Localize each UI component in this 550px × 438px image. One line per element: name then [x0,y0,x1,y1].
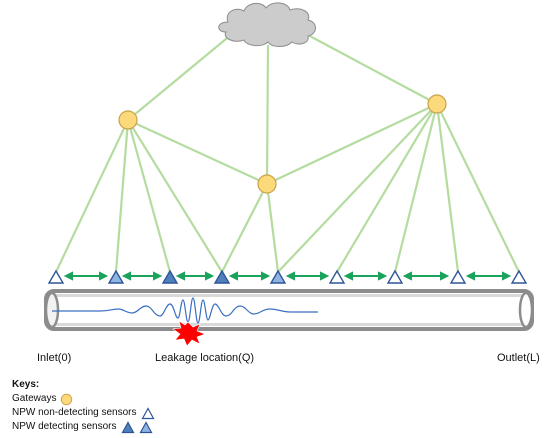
cloud-icon [218,2,316,47]
legend: Keys: Gateways NPW non-detecting sensors… [12,378,155,434]
sensor-triangle-icon [386,269,404,284]
legend-label-detecting: NPW detecting sensors [12,421,117,432]
double-arrow-icon [343,271,388,281]
inlet-label: Inlet(0) [37,352,72,364]
double-arrow-icon [402,271,450,281]
legend-title: Keys: [12,379,40,390]
sensors [47,269,528,284]
network-links [55,33,520,273]
double-arrow-icon [121,271,163,281]
pressure-wave [52,297,318,324]
legend-label-gateways: Gateways [12,393,57,404]
leak-burst-icon [172,320,206,347]
sensor-triangle-icon [141,406,155,419]
sensor-triangle-icon [138,420,153,433]
sensor-triangle-icon [328,269,346,284]
sensor-triangle-icon [269,269,287,284]
double-arrow-icon [285,271,330,281]
pipe [44,289,534,331]
sensor-triangle-icon [107,269,125,284]
gateway-icon [257,174,277,194]
double-arrow-icon [228,271,271,281]
legend-item-gateways: Gateways [12,392,155,406]
sensor-triangle-icon [449,269,467,284]
gateway-icon [427,94,447,114]
double-arrow-icon [175,271,215,281]
legend-label-non-detecting: NPW non-detecting sensors [12,407,137,418]
sensor-arrows [63,271,512,281]
sensor-triangle-icon [161,269,179,284]
double-arrow-icon [465,271,512,281]
outlet-label: Outlet(L) [497,352,540,364]
double-arrow-icon [63,271,109,281]
leakage-location-label: Leakage location(Q) [155,352,255,364]
gateway-icon [118,110,138,130]
sensor-triangle-icon [213,269,231,284]
gateway-icon [61,393,73,405]
legend-item-detecting: NPW detecting sensors [12,420,155,434]
sensor-triangle-icon [47,269,65,284]
sensor-triangle-icon [120,420,135,433]
legend-item-non-detecting: NPW non-detecting sensors [12,406,155,420]
sensor-triangle-icon [510,269,528,284]
